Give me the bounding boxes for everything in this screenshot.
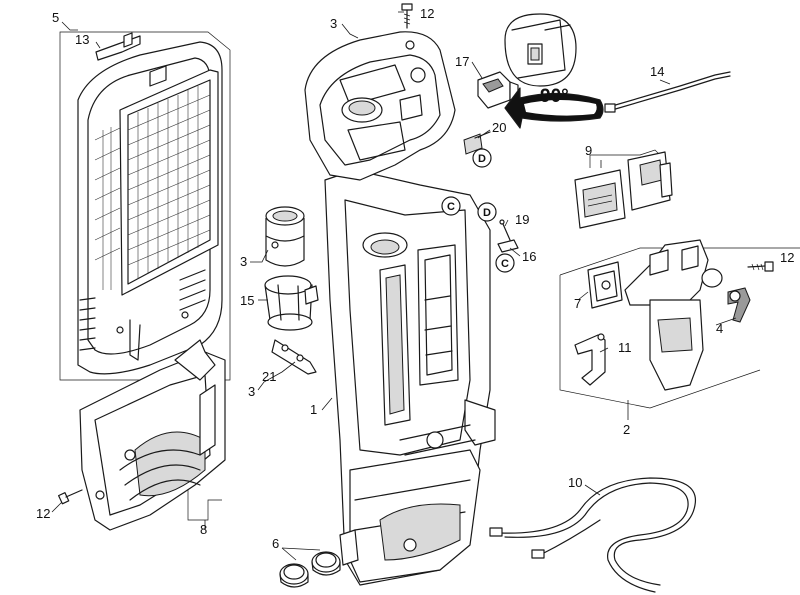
part-15-cup [264, 275, 319, 331]
callout-5: 5 [52, 10, 59, 25]
callout-14: 14 [650, 64, 664, 79]
rotation-label: 90° [540, 86, 569, 107]
part-1-main-housing [324, 169, 496, 586]
callout-17: 17 [455, 54, 469, 69]
callout-20: 20 [492, 120, 506, 135]
part-12-screw-left [57, 489, 83, 505]
part-3-cylinder [265, 206, 305, 267]
part-20-clip [463, 131, 491, 155]
callout-9: 9 [585, 143, 592, 158]
callout-3-top: 3 [330, 16, 337, 31]
callout-8: 8 [200, 522, 207, 537]
callout-2: 2 [623, 422, 630, 437]
part-9-module [574, 149, 673, 229]
zoom-inset-switch [504, 13, 577, 87]
marker-d-right: D [477, 202, 497, 222]
svg-text:D: D [478, 153, 486, 165]
callout-13: 13 [75, 32, 89, 47]
part-4-knob [701, 268, 751, 323]
callout-21: 21 [262, 369, 276, 384]
marker-c-right: C [495, 253, 515, 273]
part-12-screw-right [747, 261, 774, 272]
rotation-arrow [504, 87, 604, 129]
part-17-switch [477, 71, 519, 109]
part-2-latch-assembly [559, 239, 800, 409]
part-16-clip [497, 239, 519, 253]
svg-text:D: D [483, 207, 491, 219]
part-21-bracket [271, 339, 317, 375]
part-5-front-grille [59, 31, 231, 381]
callout-12-top: 12 [420, 6, 434, 21]
part-19-pin [499, 219, 511, 241]
callout-6: 6 [272, 536, 279, 551]
part-12-screw-top [401, 3, 413, 29]
marker-d-top: D [472, 148, 492, 168]
leader-lines [51, 11, 772, 561]
callout-10: 10 [568, 475, 582, 490]
part-3-top-cover [304, 31, 456, 181]
callout-11: 11 [618, 340, 632, 355]
svg-text:C: C [447, 201, 455, 213]
svg-text:C: C [501, 258, 509, 270]
part-7-plate [587, 261, 623, 309]
callout-16: 16 [522, 249, 536, 264]
callout-15: 15 [240, 293, 254, 308]
part-11-clip [574, 333, 606, 386]
marker-c-left: C [441, 196, 461, 216]
callout-12-right: 12 [780, 250, 794, 265]
callout-3-lower: 3 [248, 384, 255, 399]
callout-3-left: 3 [240, 254, 247, 269]
callout-4: 4 [716, 321, 723, 336]
callout-19: 19 [515, 212, 529, 227]
part-13-hook [95, 35, 141, 61]
part-6-hose-clamps [279, 551, 341, 588]
part-14-cable-tie [604, 71, 731, 113]
callout-7: 7 [574, 296, 581, 311]
callout-1: 1 [310, 402, 317, 417]
part-8-lower-housing [79, 339, 226, 531]
part-10-cable [489, 477, 697, 593]
callout-12-left: 12 [36, 506, 50, 521]
